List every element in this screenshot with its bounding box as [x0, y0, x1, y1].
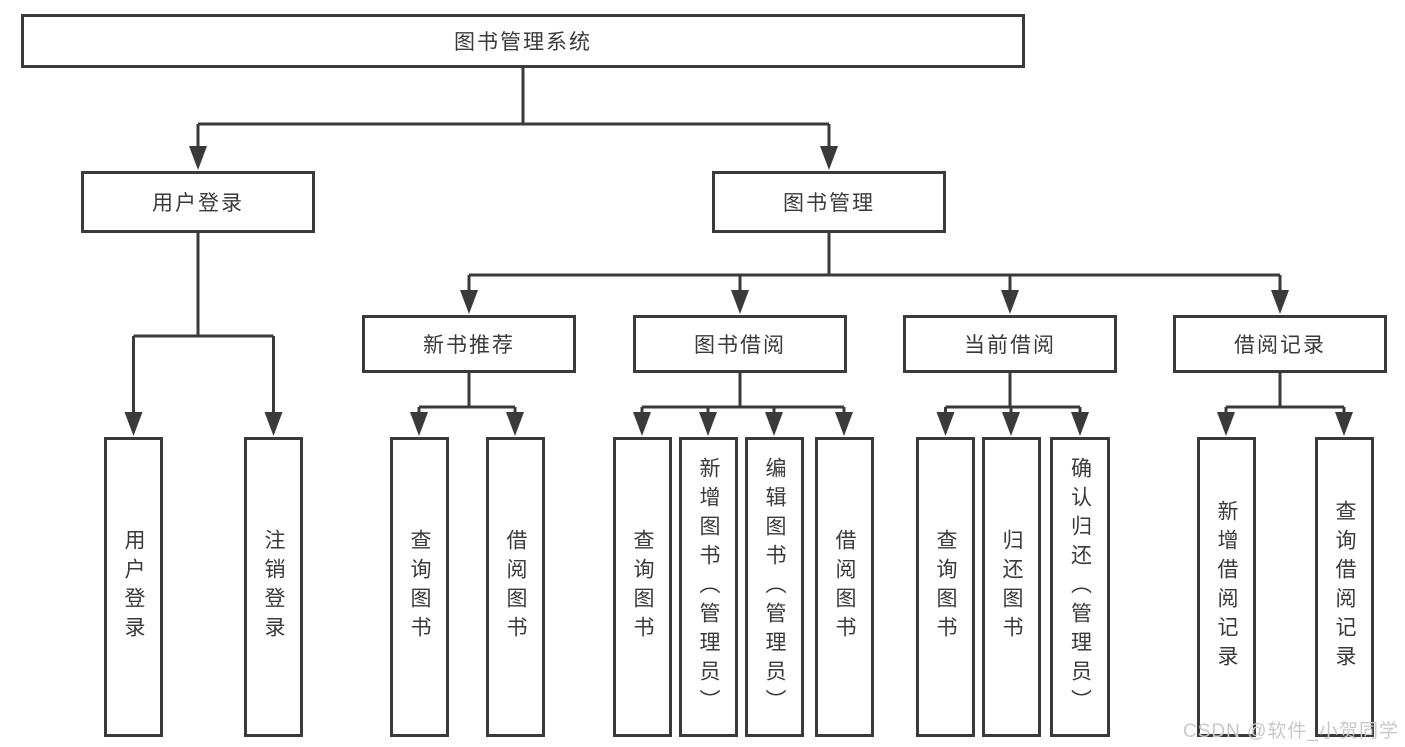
leaf-add-borrow-record-label: 新增借阅记录: [1215, 500, 1238, 674]
arrow-down-icon: [460, 290, 478, 314]
connector-book-management-children: [460, 233, 1289, 314]
node-borrowing-records: 借阅记录: [1173, 315, 1387, 373]
node-new-book-recommend-label: 新书推荐: [423, 334, 515, 357]
leaf-query-borrow-record: 查询借阅记录: [1315, 437, 1374, 737]
arrow-down-icon: [1335, 412, 1353, 436]
node-book-management: 图书管理: [712, 171, 946, 233]
arrow-down-icon: [506, 412, 524, 436]
connector-user-login-children: [124, 233, 283, 436]
connector-new-book-recommend-children: [410, 373, 524, 436]
arrow-down-icon: [731, 290, 749, 314]
leaf-borrow-books-recommend-label: 借阅图书: [504, 529, 527, 645]
leaf-query-books-current: 查询图书: [916, 437, 975, 737]
connector-book-borrowing-children: [633, 373, 853, 436]
arrow-down-icon: [1071, 412, 1089, 436]
node-borrowing-records-label: 借阅记录: [1234, 334, 1326, 357]
leaf-edit-books-admin-label: 编辑图书（管理员）: [763, 456, 786, 718]
arrow-down-icon: [410, 412, 428, 436]
arrow-down-icon: [124, 412, 143, 436]
leaf-return-books: 归还图书: [982, 437, 1041, 737]
leaf-query-books-recommend-label: 查询图书: [408, 529, 431, 645]
arrow-down-icon: [765, 412, 783, 436]
arrow-down-icon: [1271, 290, 1289, 314]
node-book-management-label: 图书管理: [783, 192, 875, 215]
leaf-user-login-label: 用户登录: [122, 529, 145, 645]
node-new-book-recommend: 新书推荐: [362, 315, 576, 373]
connector-current-borrowing-children: [936, 373, 1089, 436]
node-user-login: 用户登录: [81, 171, 315, 233]
leaf-borrow-books-borrowing: 借阅图书: [815, 437, 874, 737]
leaf-logout-label: 注销登录: [262, 529, 285, 645]
arrow-down-icon: [633, 412, 651, 436]
leaf-user-login: 用户登录: [104, 437, 163, 737]
leaf-query-books-borrowing-label: 查询图书: [631, 529, 654, 645]
leaf-confirm-return-admin-label: 确认归还（管理员）: [1068, 456, 1092, 718]
arrow-down-icon: [264, 412, 283, 436]
node-book-borrowing: 图书借阅: [633, 315, 847, 373]
leaf-query-borrow-record-label: 查询借阅记录: [1333, 500, 1356, 674]
node-root-label: 图书管理系统: [454, 31, 592, 54]
connector-root-to-level2: [189, 68, 838, 170]
leaf-add-borrow-record: 新增借阅记录: [1197, 437, 1256, 737]
arrow-down-icon: [835, 412, 853, 436]
arrow-down-icon: [1002, 412, 1020, 436]
leaf-borrow-books-borrowing-label: 借阅图书: [833, 529, 856, 645]
node-current-borrowing-label: 当前借阅: [964, 334, 1056, 357]
connector-borrowing-records-children: [1217, 373, 1353, 436]
node-book-borrowing-label: 图书借阅: [694, 334, 786, 357]
leaf-add-books-admin-label: 新增图书（管理员）: [697, 456, 720, 718]
leaf-query-books-recommend: 查询图书: [390, 437, 449, 737]
node-user-login-label: 用户登录: [152, 192, 244, 215]
arrow-down-icon: [699, 412, 717, 436]
leaf-return-books-label: 归还图书: [1000, 529, 1023, 645]
leaf-query-books-current-label: 查询图书: [934, 529, 957, 645]
arrow-down-icon: [820, 146, 838, 170]
leaf-query-books-borrowing: 查询图书: [613, 437, 672, 737]
node-current-borrowing: 当前借阅: [903, 315, 1117, 373]
leaf-logout: 注销登录: [244, 437, 303, 737]
leaf-edit-books-admin: 编辑图书（管理员）: [745, 437, 804, 737]
arrow-down-icon: [189, 146, 207, 170]
arrow-down-icon: [1001, 290, 1019, 314]
node-root: 图书管理系统: [21, 14, 1025, 68]
leaf-add-books-admin: 新增图书（管理员）: [679, 437, 738, 737]
arrow-down-icon: [936, 412, 955, 436]
leaf-borrow-books-recommend: 借阅图书: [486, 437, 545, 737]
arrow-down-icon: [1217, 412, 1235, 436]
csdn-watermark: CSDN @软件_小贺同学: [1183, 721, 1399, 742]
leaf-confirm-return-admin: 确认归还（管理员）: [1050, 437, 1110, 737]
